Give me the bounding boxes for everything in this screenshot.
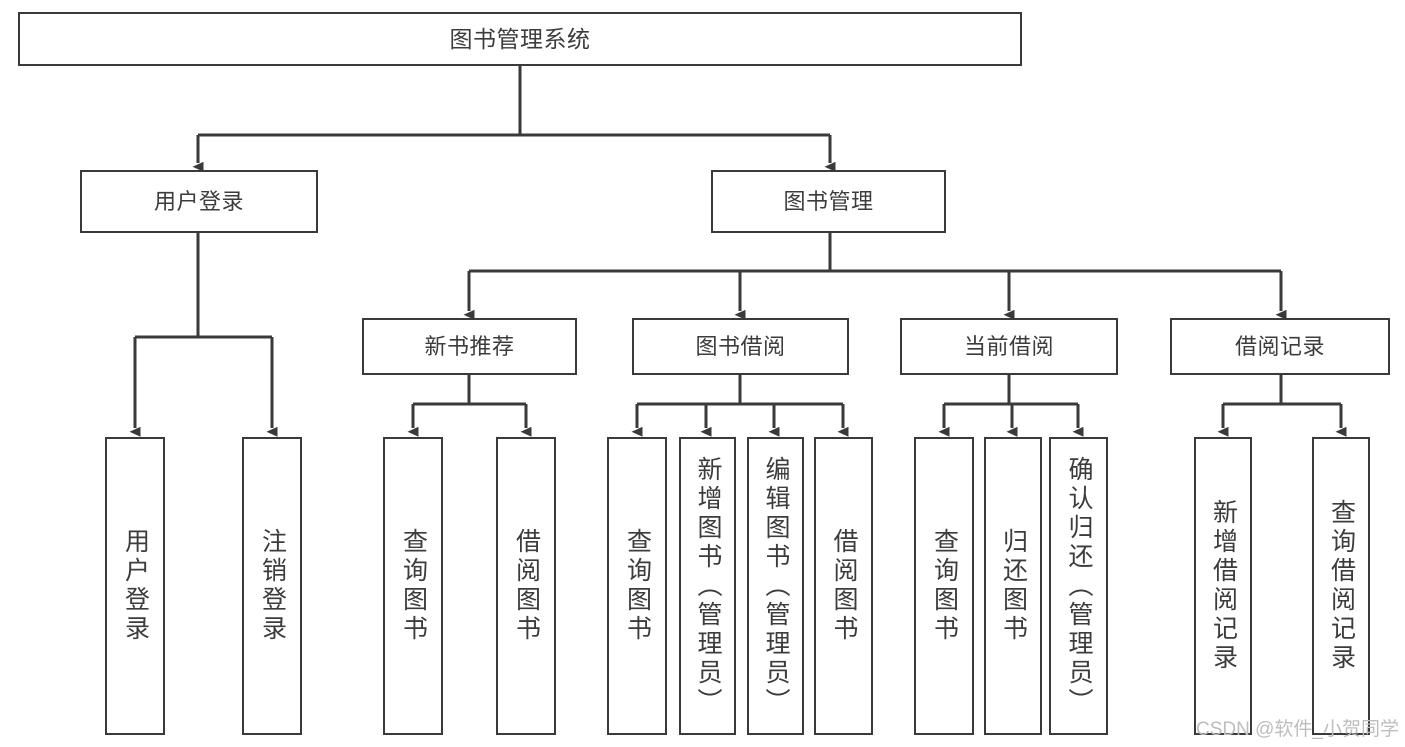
- node-book-management[interactable]: 图书管理: [711, 170, 946, 233]
- node-label: 用户登录: [121, 528, 150, 644]
- leaf-book-borrow-add-book-admin[interactable]: 新增图书（管理员）: [679, 437, 736, 735]
- node-label: 借阅图书: [830, 528, 858, 644]
- node-root-book-management-system[interactable]: 图书管理系统: [18, 12, 1022, 66]
- leaf-new-book-borrow-books[interactable]: 借阅图书: [496, 437, 556, 735]
- leaf-user-login-login[interactable]: 用户登录: [105, 437, 165, 735]
- node-label: 查询图书: [930, 528, 959, 644]
- leaf-user-login-logout[interactable]: 注销登录: [242, 437, 302, 735]
- node-label: 图书借阅: [695, 333, 786, 359]
- node-label: 编辑图书（管理员）: [762, 455, 790, 717]
- node-label: 新增图书（管理员）: [694, 455, 722, 717]
- node-label: 查询图书: [623, 528, 652, 644]
- csdn-watermark: CSDN @软件_小贺同学: [1196, 719, 1399, 740]
- node-borrow-record[interactable]: 借阅记录: [1170, 318, 1390, 375]
- node-label: 查询图书: [399, 528, 428, 644]
- leaf-current-borrow-query-books[interactable]: 查询图书: [914, 437, 974, 735]
- node-label: 用户登录: [153, 188, 244, 214]
- leaf-borrow-record-query-record[interactable]: 查询借阅记录: [1312, 437, 1370, 735]
- leaf-book-borrow-edit-book-admin[interactable]: 编辑图书（管理员）: [747, 437, 804, 735]
- leaf-book-borrow-borrow-books[interactable]: 借阅图书: [814, 437, 873, 735]
- node-new-book-recommend[interactable]: 新书推荐: [362, 318, 577, 375]
- node-label: 注销登录: [258, 528, 287, 644]
- node-label: 图书管理: [783, 188, 874, 214]
- node-label: 当前借阅: [963, 333, 1054, 359]
- node-label: 新书推荐: [424, 333, 515, 359]
- leaf-book-borrow-query-books[interactable]: 查询图书: [607, 437, 667, 735]
- node-book-borrow[interactable]: 图书借阅: [632, 318, 849, 375]
- node-label: 借阅图书: [512, 528, 541, 644]
- leaf-current-borrow-confirm-return-admin[interactable]: 确认归还（管理员）: [1049, 437, 1108, 735]
- node-label: 归还图书: [999, 528, 1028, 644]
- node-label: 确认归还（管理员）: [1065, 455, 1093, 717]
- node-label: 查询借阅记录: [1327, 499, 1356, 673]
- node-current-borrow[interactable]: 当前借阅: [900, 318, 1118, 375]
- node-label: 新增借阅记录: [1209, 499, 1238, 673]
- node-user-login[interactable]: 用户登录: [80, 170, 318, 233]
- leaf-borrow-record-add-record[interactable]: 新增借阅记录: [1194, 437, 1252, 735]
- node-label: 借阅记录: [1234, 333, 1325, 359]
- leaf-current-borrow-return-books[interactable]: 归还图书: [984, 437, 1042, 735]
- leaf-new-book-query-books[interactable]: 查询图书: [383, 437, 443, 735]
- node-label: 图书管理系统: [449, 25, 591, 52]
